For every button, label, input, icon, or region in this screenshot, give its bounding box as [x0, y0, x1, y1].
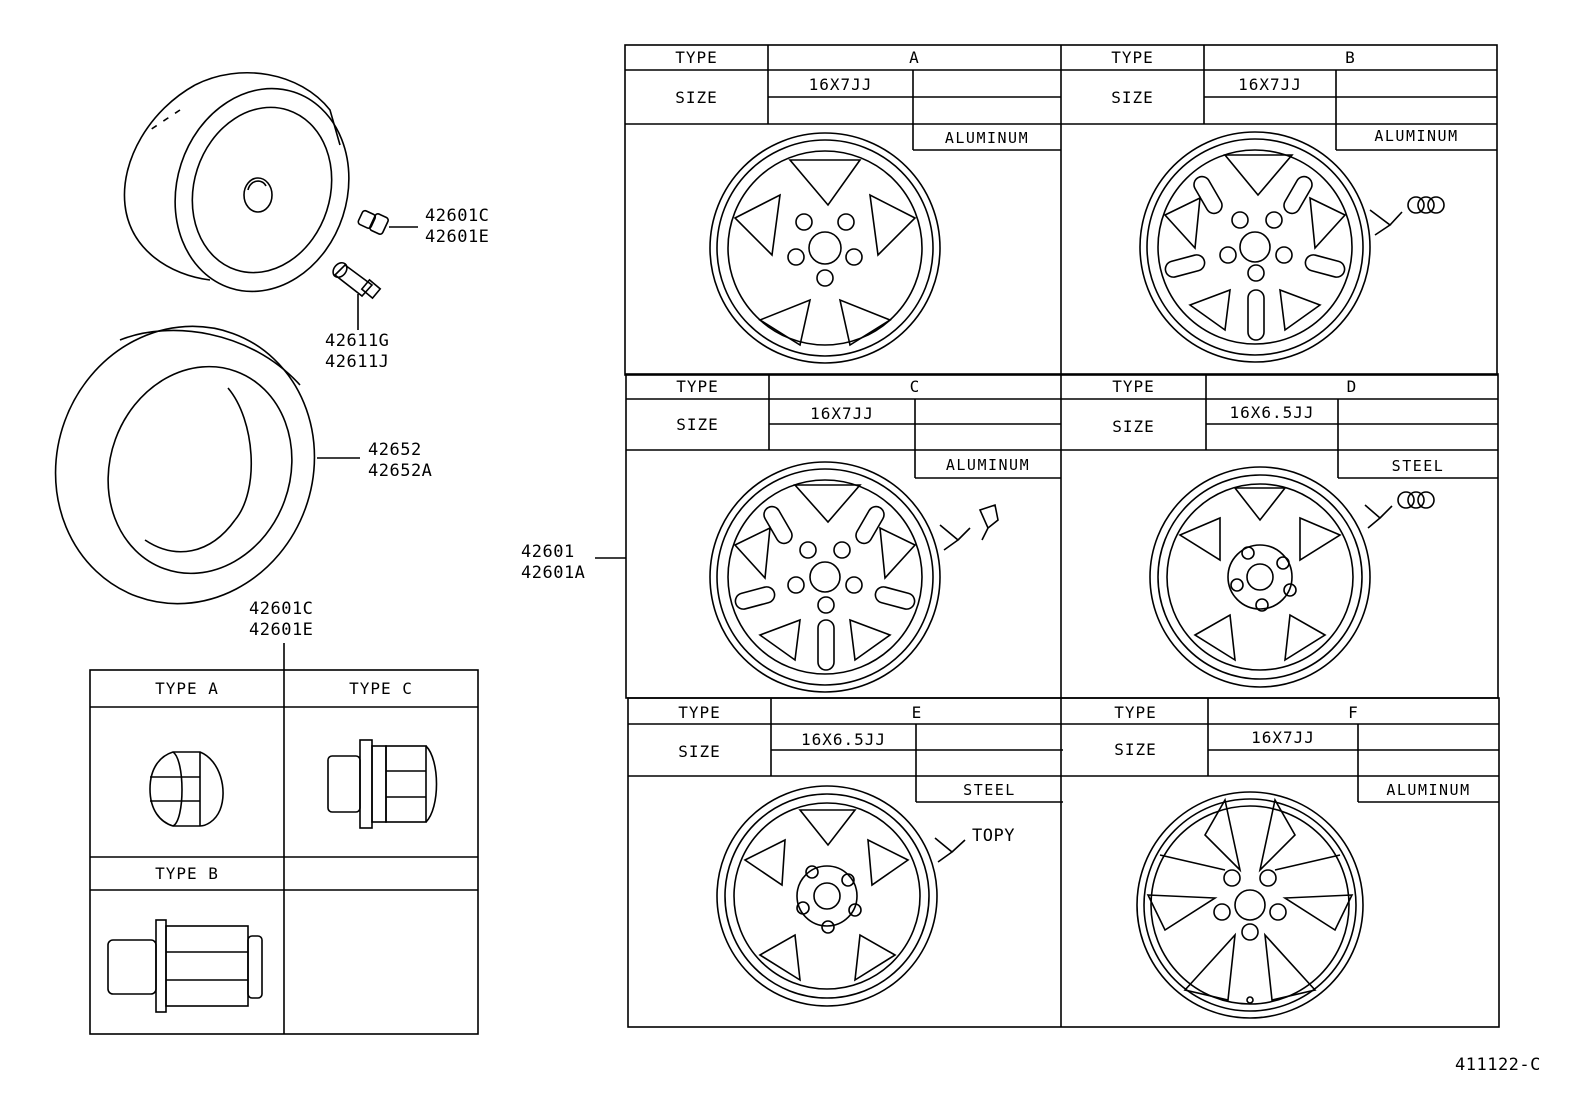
- wheel-c-drawing: [709, 461, 999, 693]
- wheel-b-drawing: [1139, 131, 1445, 363]
- wheel-type-f-material: ALUMINUM: [1386, 781, 1471, 799]
- valve-cap-part-number-1: 42601C: [425, 206, 490, 226]
- nut-type-c-label: TYPE C: [349, 679, 413, 698]
- wheel-type-e-value: E: [911, 703, 923, 722]
- valve-stem-part-number-1: 42611G: [325, 331, 390, 351]
- wheel-table-grid: [624, 44, 1500, 1028]
- tire-drawing: [54, 325, 360, 605]
- valve-cap-part-number-2: 42601E: [425, 227, 490, 247]
- wheel-part-number-2: 42601A: [521, 563, 586, 583]
- diagram-code: 411122-C: [1455, 1055, 1541, 1075]
- wheel-e-drawing: [716, 785, 966, 1007]
- nut-type-b-drawing: [107, 919, 263, 1013]
- tire-part-number-2: 42652A: [368, 461, 433, 481]
- wheel-type-a-size: 16X7JJ: [808, 75, 873, 94]
- valve-stem-part-number-2: 42611J: [325, 352, 390, 372]
- nut-part-number-2: 42601E: [249, 620, 314, 640]
- wheel-type-b-material: ALUMINUM: [1374, 127, 1459, 145]
- wheel-type-e-size: 16X6.5JJ: [800, 730, 887, 749]
- wheel-type-b-size: 16X7JJ: [1238, 75, 1302, 94]
- size-header-d: SIZE: [1112, 417, 1155, 436]
- size-header-c: SIZE: [676, 415, 719, 434]
- wheel-type-f-value: F: [1348, 703, 1359, 722]
- wheel-type-d-value: D: [1346, 377, 1358, 396]
- type-header-a: TYPE: [675, 48, 718, 67]
- nut-part-number-1: 42601C: [249, 599, 314, 619]
- type-header-d: TYPE: [1112, 377, 1155, 396]
- wheel-type-c-material: ALUMINUM: [945, 456, 1031, 474]
- valve-stem-drawing: [332, 261, 382, 330]
- size-header-b: SIZE: [1111, 88, 1154, 107]
- wheel-d-drawing: [1149, 466, 1435, 688]
- type-header-f: TYPE: [1114, 703, 1157, 722]
- wheel-type-a-value: A: [909, 48, 920, 67]
- nut-table-grid: [89, 643, 479, 1035]
- wheel-type-d-size: 16X6.5JJ: [1229, 403, 1315, 422]
- type-header-e: TYPE: [678, 703, 721, 722]
- wheel-type-e-maker: TOPY: [972, 826, 1015, 846]
- wheel-type-e-material: STEEL: [963, 781, 1016, 799]
- tire-part-number-1: 42652: [368, 440, 422, 460]
- wheel-type-c-value: C: [909, 377, 921, 396]
- spare-wheel-drawing: [123, 72, 350, 293]
- wheel-f-drawing: [1136, 791, 1364, 1019]
- wheel-type-d-material: STEEL: [1391, 457, 1445, 475]
- wheel-type-b-value: B: [1345, 48, 1356, 67]
- nut-type-b-label: TYPE B: [155, 864, 219, 883]
- wheel-a-drawing: [709, 132, 941, 364]
- wheel-type-f-size: 16X7JJ: [1251, 728, 1315, 747]
- valve-cap-drawing: [357, 209, 418, 235]
- size-header-f: SIZE: [1114, 740, 1157, 759]
- type-header-c: TYPE: [676, 377, 719, 396]
- wheel-part-number-1: 42601: [521, 542, 575, 562]
- size-header-a: SIZE: [675, 88, 718, 107]
- nut-type-a-label: TYPE A: [155, 679, 219, 698]
- type-header-b: TYPE: [1111, 48, 1154, 67]
- nut-type-c-drawing: [327, 739, 438, 829]
- wheel-type-a-material: ALUMINUM: [944, 129, 1030, 147]
- wheel-type-c-size: 16X7JJ: [810, 404, 874, 423]
- nut-type-a-drawing: [149, 751, 224, 827]
- size-header-e: SIZE: [678, 742, 721, 761]
